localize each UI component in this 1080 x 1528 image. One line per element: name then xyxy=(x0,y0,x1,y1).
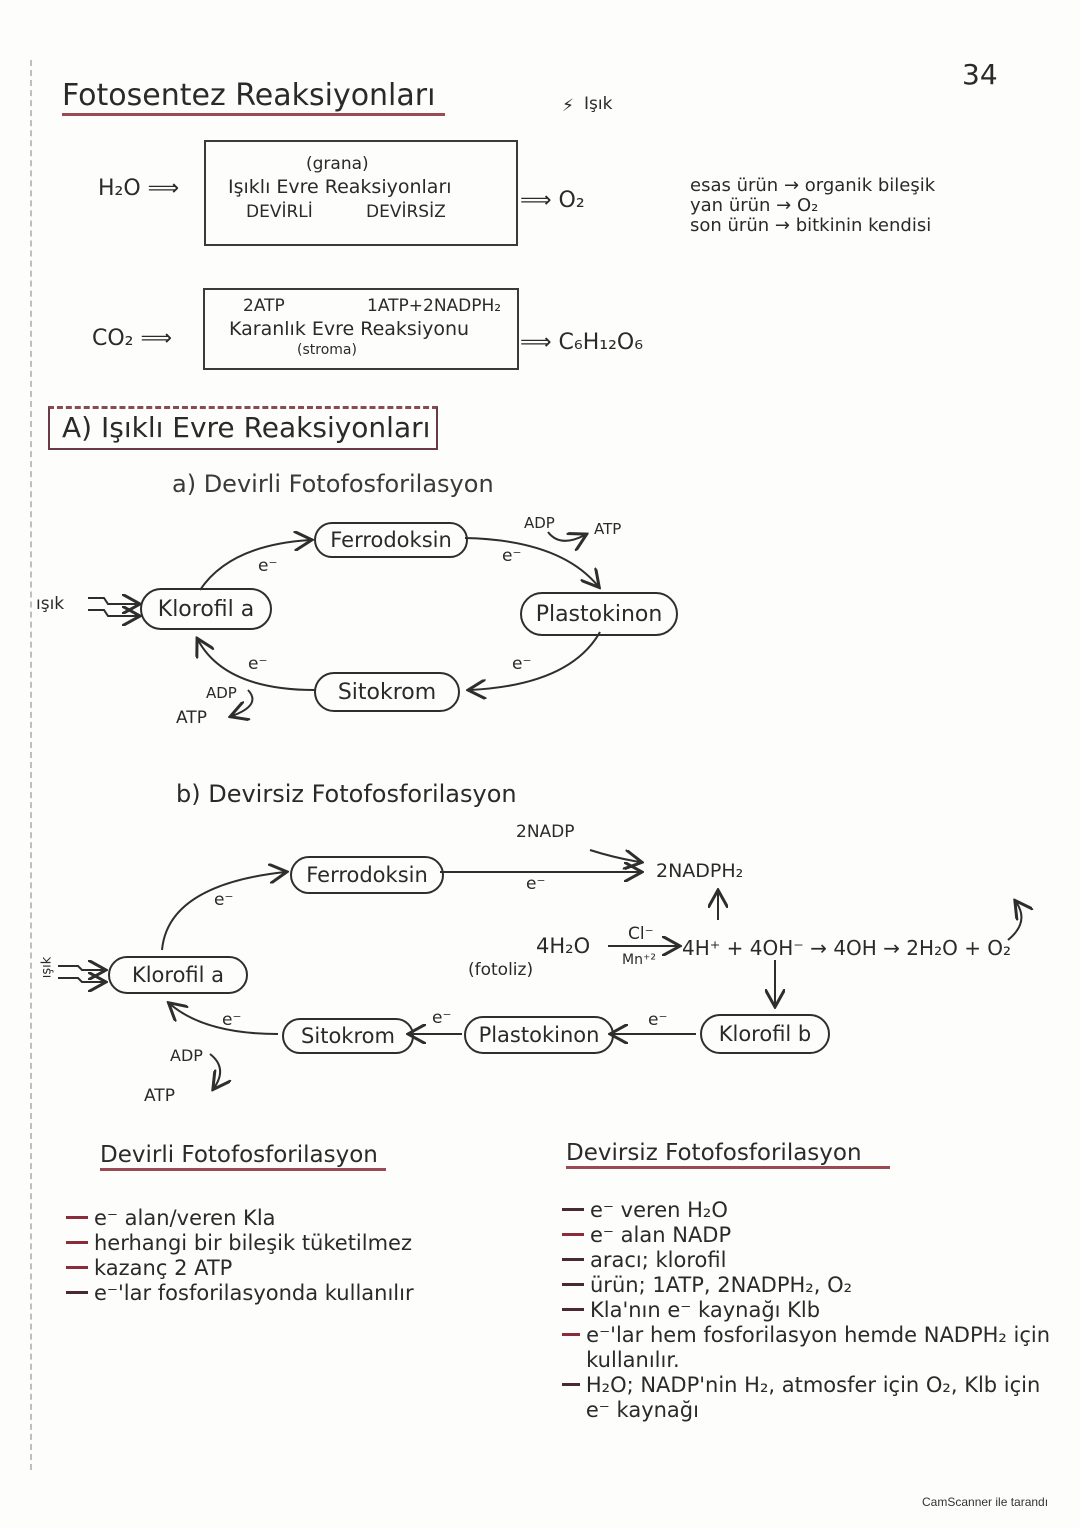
dark-energy-left: 2ATP xyxy=(243,296,285,316)
dark-reactions-name: Karanlık Evre Reaksiyonu xyxy=(229,318,470,340)
noncyclic-electron-label: e⁻ xyxy=(526,874,546,894)
list-item: e⁻'lar fosforilasyonda kullanılır xyxy=(66,1281,414,1306)
cyclic-adp-top: ADP xyxy=(524,514,555,532)
product-item: esas ürün → organik bileşik xyxy=(690,175,936,196)
product-item: son ürün → bitkinin kendisi xyxy=(690,215,932,236)
noncyclic-node-chlorophyll-b: Klorofil b xyxy=(700,1014,830,1054)
dark-location: (stroma) xyxy=(297,342,357,358)
noncyclic-heading: b) Devirsiz Fotofosforilasyon xyxy=(176,780,517,808)
dark-output: ⟹ C₆H₁₂O₆ xyxy=(520,330,644,355)
page-title: Fotosentez Reaksiyonları xyxy=(62,78,446,116)
light-output: ⟹ O₂ xyxy=(520,188,585,213)
list-item: ürün; 1ATP, 2NADPH₂, O₂ xyxy=(562,1273,1052,1298)
noncyclic-node-chlorophyll-a: Klorofil a xyxy=(108,956,248,994)
cyclic-atp-bottom: ATP xyxy=(176,708,207,728)
cyclic-electron-label: e⁻ xyxy=(248,654,268,674)
noncyclic-adp: ADP xyxy=(170,1046,203,1065)
section-a-heading: A) Işıklı Evre Reaksiyonları xyxy=(48,406,439,450)
noncyclic-light-label: ışık xyxy=(39,956,55,979)
noncyclic-node-cytochrome: Sitokrom xyxy=(282,1018,414,1054)
list-item: aracı; klorofil xyxy=(562,1248,1052,1273)
light-type-cyclic: DEVİRLİ xyxy=(246,202,313,222)
comparison-cyclic-heading: Devirli Fotofosforilasyon xyxy=(100,1142,386,1171)
noncyclic-nadp: 2NADP xyxy=(516,822,575,842)
comparison-noncyclic-list: e⁻ veren H₂O e⁻ alan NADP aracı; klorofi… xyxy=(562,1198,1052,1423)
comparison-cyclic-list: e⁻ alan/veren Kla herhangi bir bileşik t… xyxy=(66,1206,414,1306)
comparison-noncyclic-heading: Devirsiz Fotofosforilasyon xyxy=(566,1140,890,1169)
list-item: e⁻ veren H₂O xyxy=(562,1198,1052,1223)
light-type-noncyclic: DEVİRSİZ xyxy=(366,202,446,222)
cyclic-light-label: ışık xyxy=(36,594,65,614)
list-item: H₂O; NADP'nin H₂, atmosfer için O₂, Klb … xyxy=(562,1373,1052,1423)
cyclic-electron-label: e⁻ xyxy=(502,546,522,566)
list-item: kazanç 2 ATP xyxy=(66,1256,414,1281)
cyclic-node-chlorophyll: Klorofil a xyxy=(140,588,272,630)
photolysis-catalyst-mn: Mn⁺² xyxy=(622,952,656,968)
light-bolt-icon: ⚡ xyxy=(562,96,574,116)
cyclic-electron-label: e⁻ xyxy=(512,654,532,674)
light-reactions-box: (grana) Işıklı Evre Reaksiyonları DEVİRL… xyxy=(204,140,518,246)
list-item: e⁻ alan/veren Kla xyxy=(66,1206,414,1231)
photolysis-label: (fotoliz) xyxy=(468,960,534,980)
photolysis-reactant: 4H₂O xyxy=(536,934,591,958)
cyclic-electron-label: e⁻ xyxy=(258,556,278,576)
light-location: (grana) xyxy=(306,154,369,174)
cyclic-node-plastoquinone: Plastokinon xyxy=(520,592,678,636)
noncyclic-electron-label: e⁻ xyxy=(222,1010,242,1030)
notebook-margin-line xyxy=(30,60,32,1470)
noncyclic-electron-label: e⁻ xyxy=(432,1008,452,1028)
products-list: esas ürün → organik bileşik yan ürün → O… xyxy=(690,176,935,236)
noncyclic-atp: ATP xyxy=(144,1086,175,1106)
noncyclic-node-ferredoxin: Ferrodoksin xyxy=(290,856,444,894)
product-item: yan ürün → O₂ xyxy=(690,195,819,216)
dark-reactions-box: 2ATP 1ATP+2NADPH₂ Karanlık Evre Reaksiyo… xyxy=(203,288,519,370)
photolysis-products: 4H⁺ + 4OH⁻ → 4OH → 2H₂O + O₂ xyxy=(682,936,1012,960)
light-reactions-name: Işıklı Evre Reaksiyonları xyxy=(228,176,452,198)
list-item: e⁻ alan NADP xyxy=(562,1223,1052,1248)
dark-energy-right: 1ATP+2NADPH₂ xyxy=(367,296,502,316)
list-item: Kla'nın e⁻ kaynağı Klb xyxy=(562,1298,1052,1323)
photolysis-catalyst-cl: Cl⁻ xyxy=(628,924,654,944)
dark-input: CO₂ ⟹ xyxy=(92,326,173,351)
cyclic-node-cytochrome: Sitokrom xyxy=(314,672,460,712)
noncyclic-electron-label: e⁻ xyxy=(214,890,234,910)
light-input: H₂O ⟹ xyxy=(98,176,180,201)
cyclic-node-ferredoxin: Ferrodoksin xyxy=(314,522,468,558)
noncyclic-node-plastoquinone: Plastokinon xyxy=(464,1016,614,1054)
light-label: Işık xyxy=(584,94,613,114)
noncyclic-nadph: 2NADPH₂ xyxy=(656,860,744,882)
cyclic-adp-bottom: ADP xyxy=(206,684,237,702)
list-item: herhangi bir bileşik tüketilmez xyxy=(66,1231,414,1256)
cyclic-atp-top: ATP xyxy=(594,520,622,538)
cyclic-heading: a) Devirli Fotofosforilasyon xyxy=(172,470,494,498)
scanner-watermark: CamScanner ile tarandı xyxy=(922,1495,1049,1509)
list-item: e⁻'lar hem fosforilasyon hemde NADPH₂ iç… xyxy=(562,1323,1052,1373)
page-number: 34 xyxy=(962,58,998,91)
noncyclic-electron-label: e⁻ xyxy=(648,1010,668,1030)
